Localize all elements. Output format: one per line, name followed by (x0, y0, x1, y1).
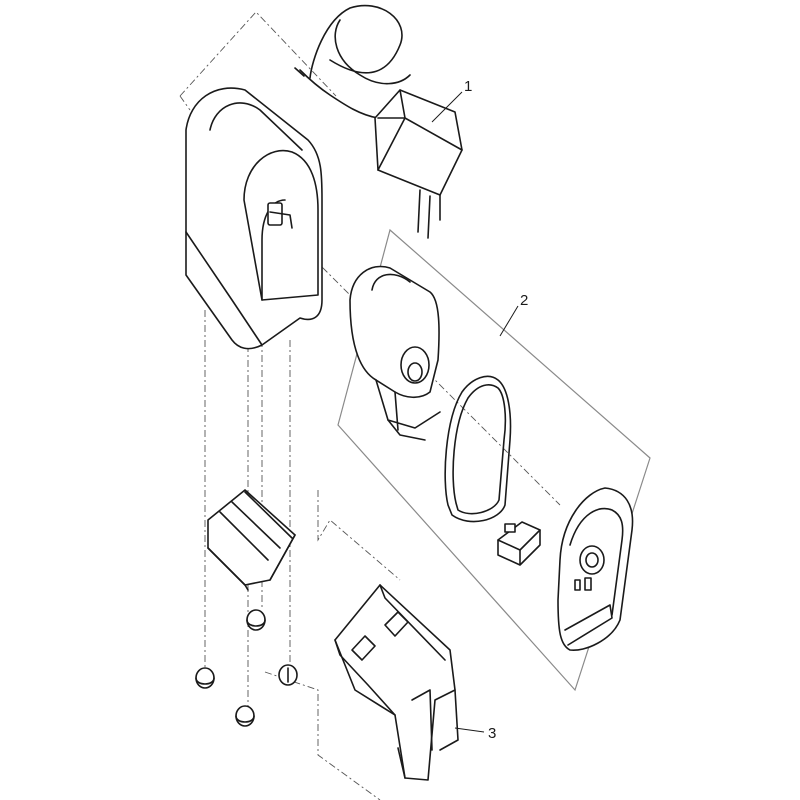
callout-3: 3 (488, 725, 496, 742)
wall-bracket (334, 584, 459, 781)
kit-sleeve (349, 265, 441, 441)
bottom-clip (207, 489, 296, 591)
foot-4 (235, 705, 255, 727)
kit-clip (497, 521, 541, 566)
foot-2 (195, 667, 215, 689)
leader-1 (431, 91, 463, 123)
leader-2 (499, 305, 519, 337)
kit-front-panel (557, 487, 634, 651)
callout-2: 2 (520, 292, 528, 309)
main-housing (185, 87, 323, 350)
feet (195, 609, 298, 727)
foot-1 (246, 609, 266, 631)
power-adapter (294, 4, 463, 239)
kit-gasket (444, 375, 512, 523)
leader-lines (431, 91, 519, 733)
callout-1: 1 (464, 78, 472, 95)
leader-3 (454, 727, 485, 733)
panel-button (584, 577, 592, 591)
foot-3 (278, 664, 298, 686)
